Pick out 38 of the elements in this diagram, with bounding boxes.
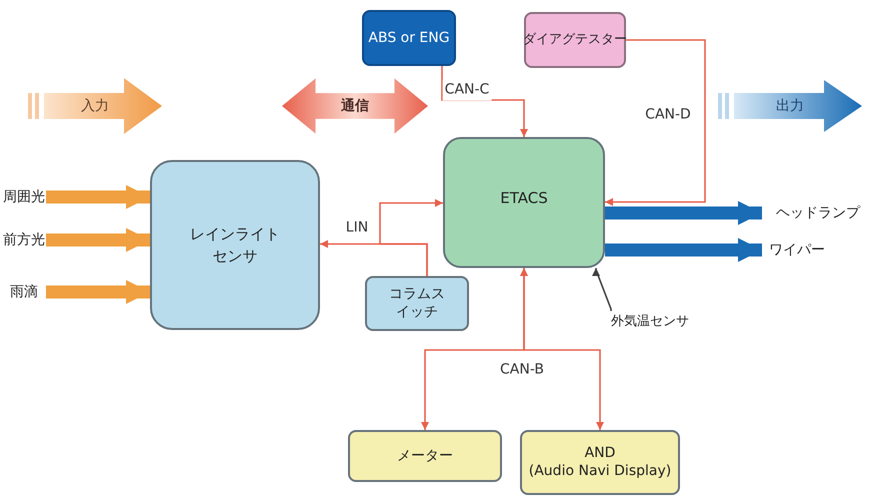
sensor-label: 外気温センサ [598, 311, 702, 333]
connector-line [320, 240, 428, 276]
block-arrow [46, 280, 150, 304]
switch-box [365, 276, 469, 331]
box-label: AND [584, 445, 616, 462]
box-label: コラムスイッチ [388, 286, 446, 321]
connector-line [520, 268, 604, 430]
input-label: 周囲光 [2, 186, 46, 208]
connector-line [441, 66, 528, 137]
input-label: 前方光 [2, 229, 46, 251]
output-label: ヘッドランプ [762, 202, 874, 224]
arrow-label: 入力 [81, 96, 109, 116]
controller-box [443, 137, 605, 268]
edge-label: CAN-C [442, 80, 492, 100]
tester-box [524, 12, 626, 68]
display-box [520, 430, 680, 495]
connector-line [605, 39, 706, 206]
box-label: ETACS [500, 188, 548, 209]
ecu-box [362, 10, 456, 66]
block-arrow [46, 228, 150, 252]
output-label: ワイパー [762, 239, 832, 261]
communication-double-arrow [282, 78, 428, 134]
sensor-box [150, 160, 320, 330]
output-block-arrow [718, 80, 862, 132]
arrow-label: 通信 [341, 96, 369, 116]
block-arrow [605, 238, 762, 262]
meter-box [348, 430, 502, 482]
box-label: メーター [397, 446, 453, 466]
block-arrow [46, 185, 150, 209]
arrow-label: 出力 [776, 96, 804, 116]
box-label: ダイアグテスター [523, 31, 627, 50]
leader-arrow [592, 268, 612, 311]
box-label: (Audio Navi Display) [528, 462, 672, 480]
box-label: レインライトセンサ [189, 224, 281, 267]
input-label: 雨滴 [2, 281, 46, 303]
input-block-arrow [28, 78, 162, 134]
block-arrow [605, 201, 762, 225]
box-label: ABS or ENG [368, 28, 450, 48]
